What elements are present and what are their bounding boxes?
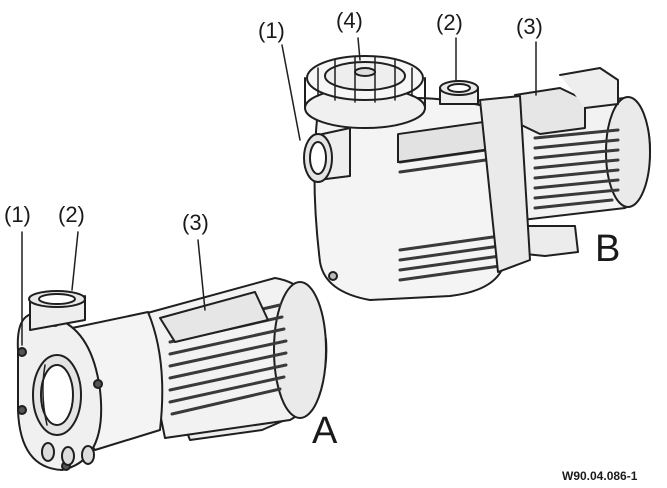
pump-b-terminal-box <box>514 87 586 135</box>
figure-reference: W90.04.086-1 <box>562 469 638 483</box>
pump-a-suction-port <box>32 354 82 436</box>
pump-a-letter: A <box>312 410 338 452</box>
callout-b-lid: (4) <box>336 8 363 33</box>
leader-lines <box>21 37 537 346</box>
pump-b-motor-fins <box>533 128 620 210</box>
pump-a-discharge-port <box>28 290 86 331</box>
pump-b-drawing <box>303 55 651 301</box>
pump-b-discharge-port <box>439 80 479 105</box>
pump-b-suction-port <box>303 127 351 183</box>
callout-b-suction: (1) <box>258 18 285 43</box>
callout-a-discharge: (2) <box>58 202 85 227</box>
callout-a-motor: (3) <box>182 210 209 235</box>
callout-b-motor: (3) <box>516 14 543 39</box>
pump-b-lid <box>304 55 426 129</box>
pump-b-letter: B <box>595 228 621 270</box>
pump-a-drawing <box>16 277 328 471</box>
callout-b-discharge: (2) <box>436 10 463 35</box>
callout-a-suction: (1) <box>4 202 31 227</box>
